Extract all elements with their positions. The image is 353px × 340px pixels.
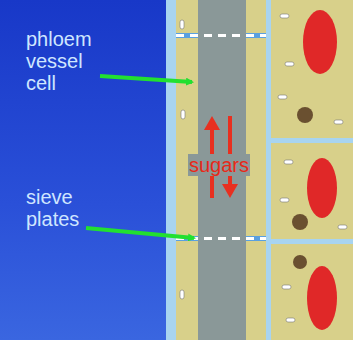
- part-label: phloem vessel cell: [26, 28, 106, 94]
- part-label: sieve plates: [26, 186, 96, 230]
- part-label: sugars: [188, 154, 250, 176]
